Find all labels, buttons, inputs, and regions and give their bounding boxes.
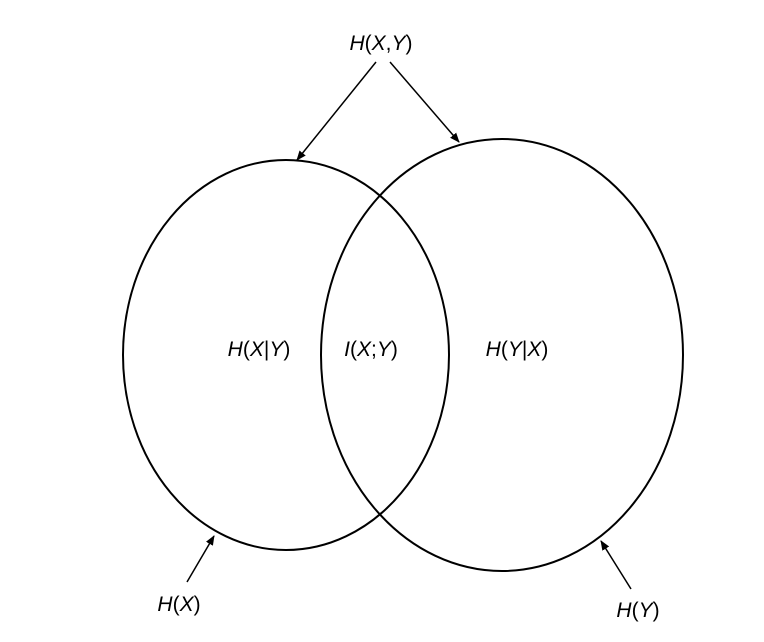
arrow-hx-label — [186, 535, 215, 583]
label-entropy-y: H(Y) — [616, 599, 659, 622]
circle-hx — [122, 159, 450, 551]
label-conditional-x-given-y: H(X|Y) — [228, 338, 291, 361]
circle-hy — [320, 138, 684, 572]
label-entropy-x: H(X) — [157, 593, 200, 616]
arrow-hy-label — [600, 540, 632, 590]
label-mutual-information: I(X;Y) — [344, 338, 398, 361]
label-joint-entropy: H(X,Y) — [349, 32, 412, 55]
arrow-joint-to-hy — [389, 61, 460, 143]
arrow-joint-to-hx — [296, 61, 377, 161]
label-conditional-y-given-x: H(Y|X) — [486, 338, 549, 361]
